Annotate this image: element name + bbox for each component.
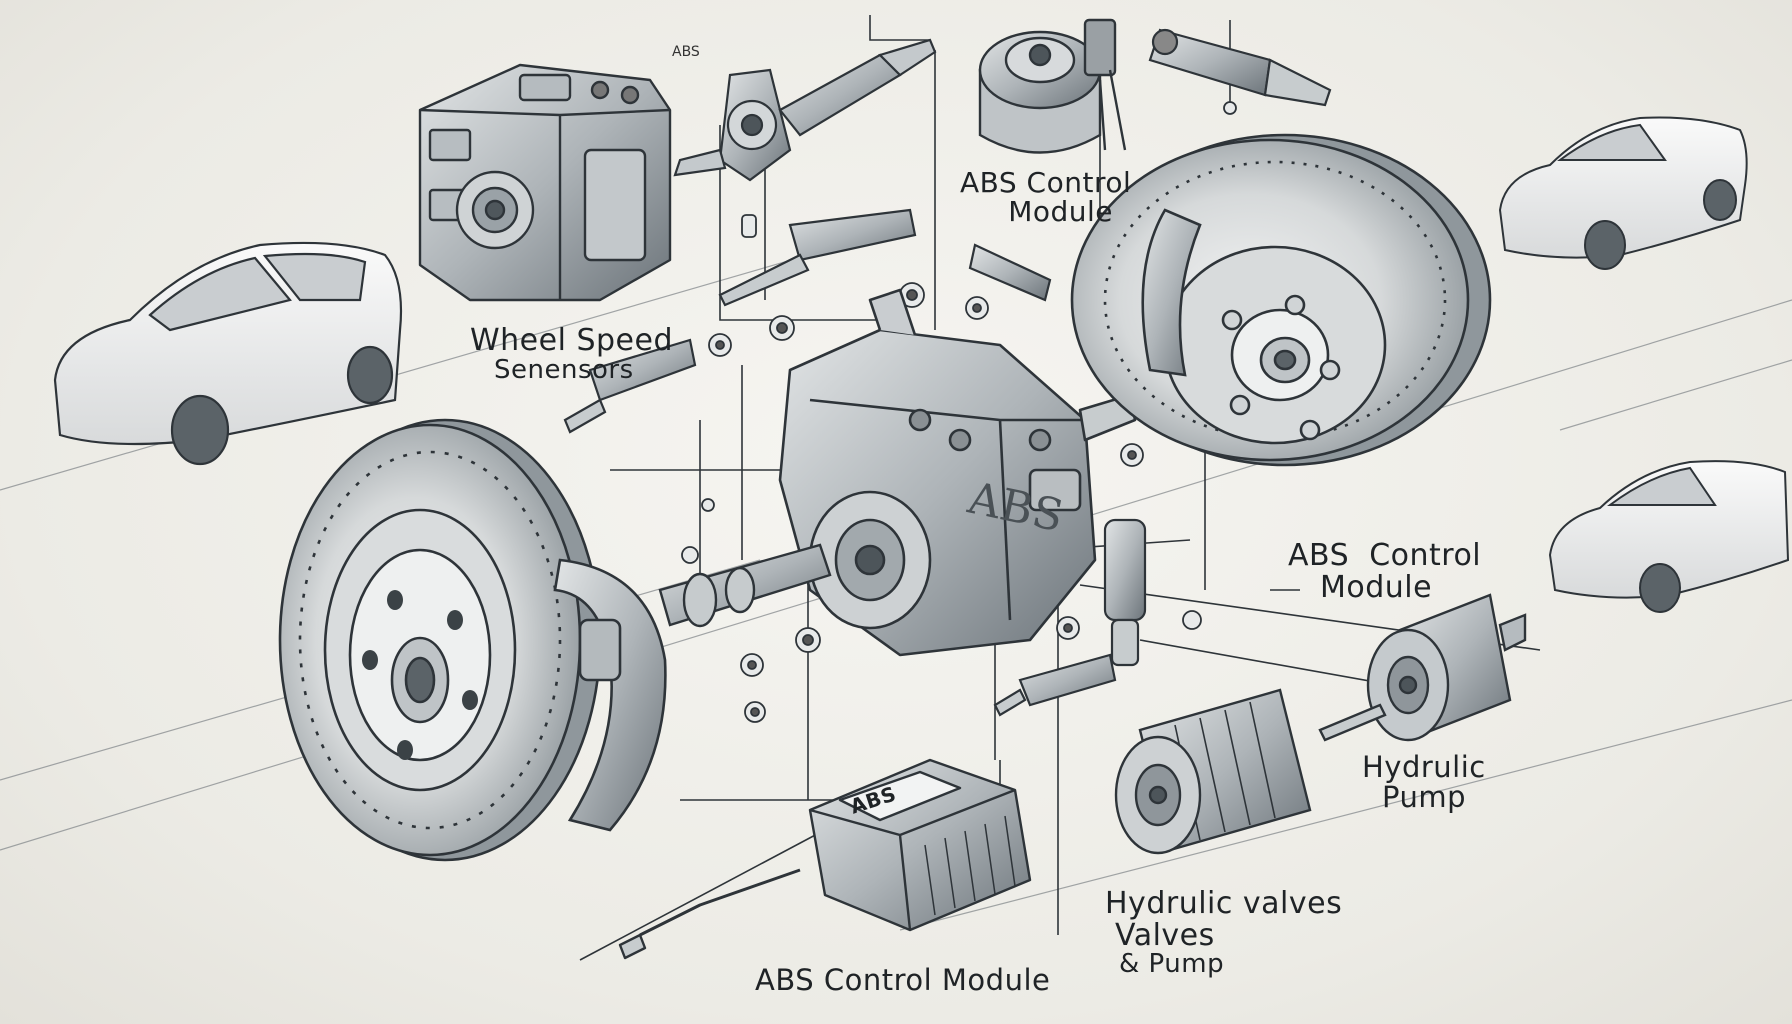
label-line: Valves bbox=[1115, 917, 1215, 953]
label-line: Hydrulic bbox=[1362, 750, 1486, 784]
label-wheel-speed-sensors: Wheel Speed Senensors bbox=[470, 325, 673, 384]
brake-disc-left bbox=[278, 418, 667, 862]
corner-abs-tag: ABS bbox=[672, 44, 700, 60]
abs-unit-top-left bbox=[418, 63, 672, 302]
control-module-cylinder bbox=[978, 18, 1127, 154]
label-line: & Pump bbox=[1119, 949, 1225, 979]
label-line: ABS Control bbox=[960, 166, 1132, 199]
label-abs-control-module-top: ABS Control Module bbox=[960, 168, 1131, 227]
sensor-assembly-top bbox=[673, 38, 937, 182]
label-line: Module bbox=[1320, 569, 1433, 605]
label-line: Pump bbox=[1382, 780, 1467, 815]
label-line: Wheel Speed bbox=[470, 323, 674, 358]
label-abs-control-module-right: ABS Control Module bbox=[1288, 540, 1481, 603]
label-hydraulic-valves: Hydrulic valves Valves & Pump bbox=[1105, 888, 1342, 978]
label-abs-control-module-bottom: ABS Control Module bbox=[755, 963, 1051, 997]
label-line: Senensors bbox=[494, 354, 634, 385]
sensor-top-right bbox=[1148, 28, 1332, 107]
central-abs-block bbox=[778, 288, 1137, 657]
label-line: ABS Control bbox=[1288, 538, 1482, 573]
hydraulic-valves-motor bbox=[1114, 688, 1312, 855]
abs-ecu-box bbox=[618, 758, 1032, 960]
drive-shaft bbox=[658, 543, 832, 628]
brake-disc-right bbox=[1070, 133, 1492, 467]
valve-sensor-stack bbox=[993, 518, 1147, 717]
car-left bbox=[53, 241, 403, 466]
car-top-right bbox=[1498, 116, 1748, 270]
car-mid-right bbox=[1548, 460, 1790, 613]
sensor-mid-left bbox=[563, 208, 1052, 434]
hydraulic-pump bbox=[1318, 593, 1527, 742]
label-line: Hydrulic valves bbox=[1105, 886, 1343, 921]
label-line: Module bbox=[1008, 195, 1114, 229]
label-hydraulic-pump: Hydrulic Pump bbox=[1362, 752, 1486, 813]
